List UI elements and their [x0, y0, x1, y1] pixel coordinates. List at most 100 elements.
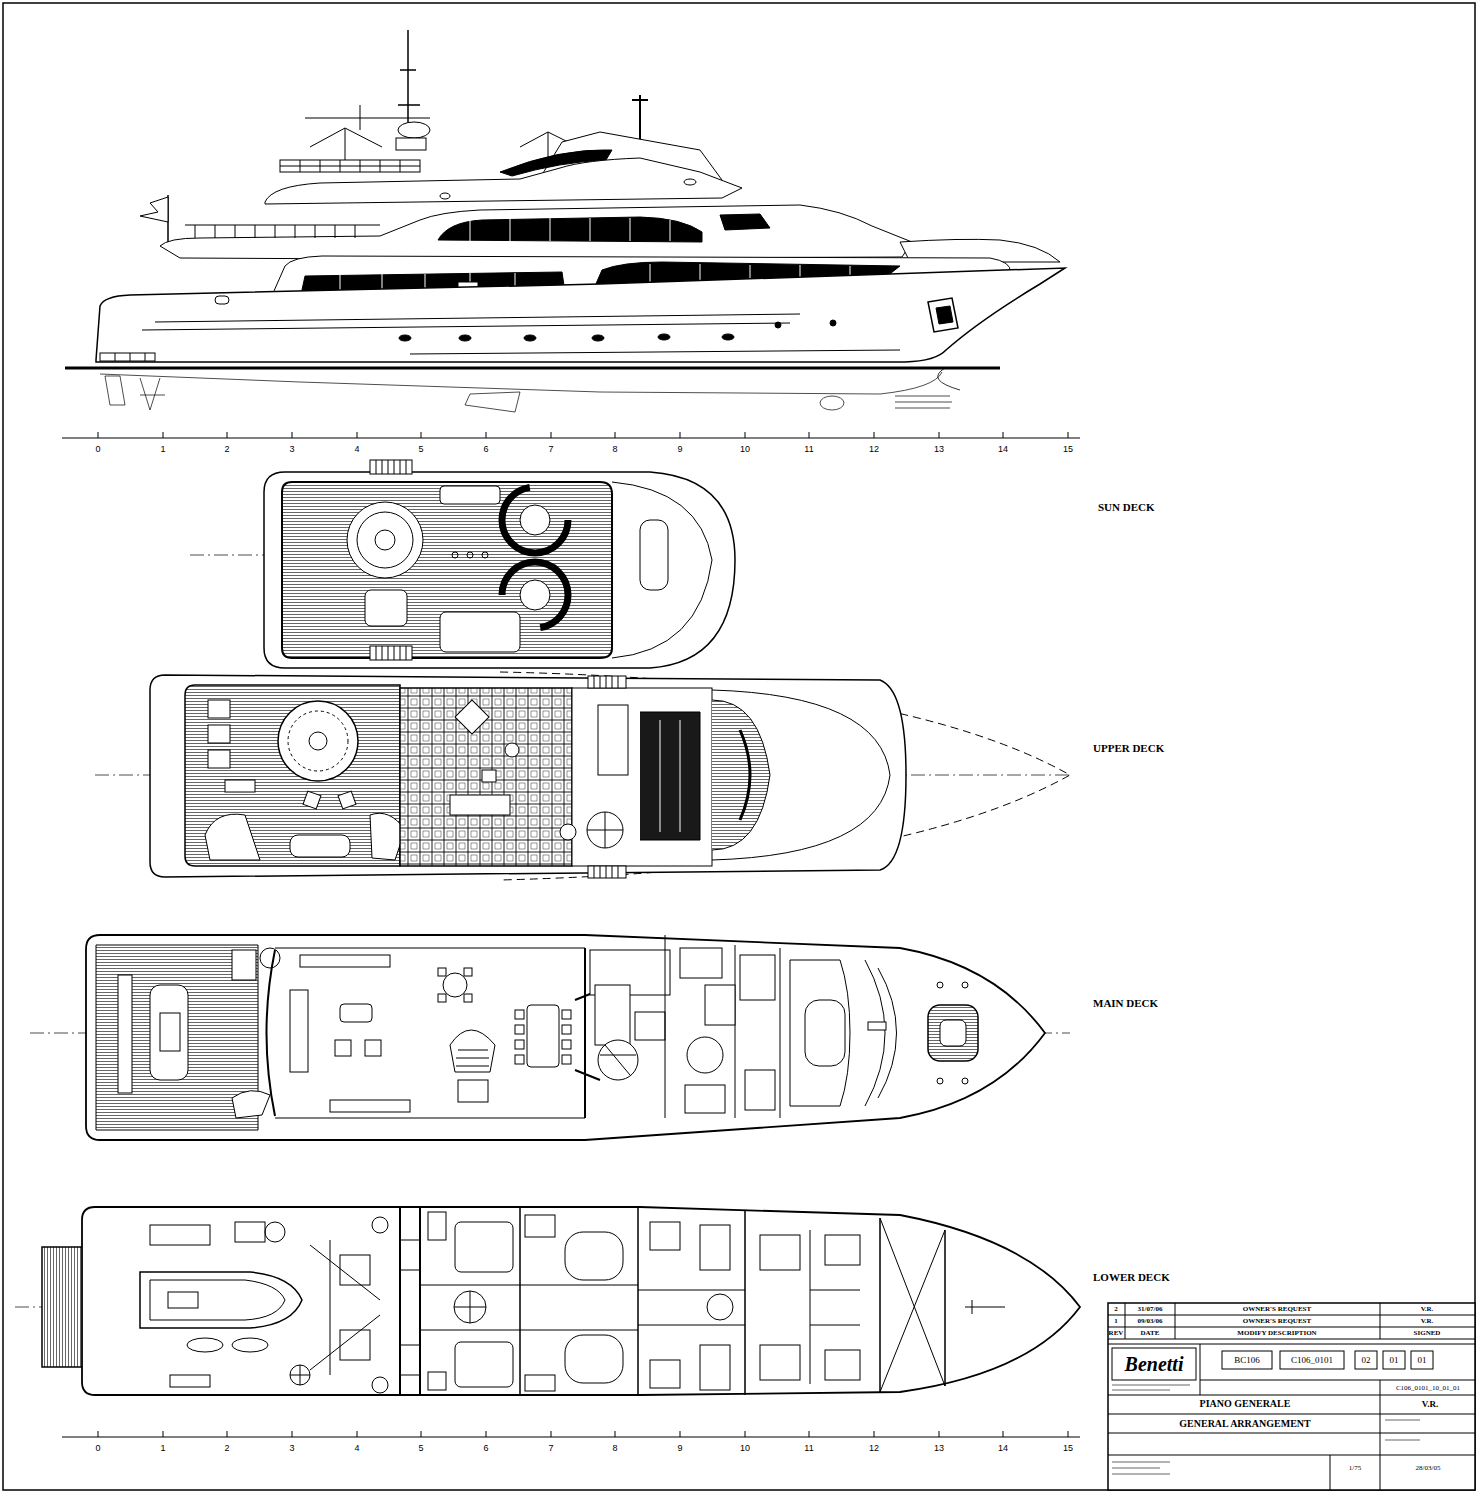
upper-deck-plan [288, 711, 348, 771]
yacht-profile [105, 376, 125, 405]
yacht-profile [160, 205, 912, 259]
lower-deck-plan [455, 1222, 513, 1272]
drawing-code: 01 [1418, 1356, 1427, 1365]
upper-deck-plan [208, 700, 230, 718]
yacht-profile [830, 320, 836, 326]
main-deck-plan [365, 1040, 381, 1056]
frame-number: 14 [998, 445, 1008, 454]
drawing-code: 01 [1390, 1356, 1399, 1365]
lower-deck-plan [42, 1247, 85, 1367]
lower-deck-plan [428, 1372, 446, 1390]
upper-deck-plan [150, 675, 906, 877]
frame-number: 0 [95, 1444, 100, 1453]
revision-cell: 1 [1114, 1318, 1118, 1325]
lower-deck-plan [825, 1350, 860, 1380]
title-block [1108, 1303, 1475, 1490]
upper-deck-plan [640, 712, 700, 840]
frame-number: 11 [804, 445, 813, 454]
frame-number: 15 [1063, 1444, 1073, 1453]
main-deck-plan [232, 950, 256, 980]
frame-number: 9 [677, 1444, 682, 1453]
main-deck-plan [598, 1040, 638, 1080]
upper-deck-plan [482, 770, 496, 782]
lower-deck-plan [232, 1338, 268, 1352]
main-deck-plan [680, 948, 722, 978]
revision-cell: V.R. [1421, 1318, 1434, 1325]
sun-deck-plan [640, 520, 668, 590]
signature: V.R. [1422, 1400, 1438, 1409]
title-block [1112, 1348, 1196, 1380]
main-deck-plan [705, 985, 735, 1025]
lower-deck-plan [650, 1360, 680, 1388]
sun-deck-plan [376, 646, 406, 660]
sun-deck-plan [440, 486, 500, 504]
lower-deck-plan [400, 1207, 420, 1395]
upper-deck-plan [208, 725, 230, 743]
sun-deck-plan [357, 512, 413, 568]
lower-deck-plan [400, 1240, 420, 1375]
lower-deck-plan [455, 1342, 513, 1387]
main-deck-plan [595, 985, 630, 1045]
revision-cell: 09/03/06 [1138, 1318, 1163, 1325]
lower-deck-plan [825, 1235, 860, 1265]
revision-cell: 31/07/06 [1138, 1306, 1163, 1313]
frame-number: 12 [869, 445, 879, 454]
sun-deck-plan [347, 502, 423, 578]
lower-deck-plan [565, 1232, 623, 1280]
main-deck-plan [438, 968, 446, 976]
lower-deck-plan [290, 1365, 310, 1385]
drawing-title: GENERAL ARRANGEMENT [1179, 1419, 1310, 1429]
lower-deck-plan [428, 1212, 446, 1240]
lower-deck-plan [170, 1375, 210, 1387]
main-deck-plan [937, 982, 943, 988]
main-deck-plan [458, 1080, 488, 1102]
title-block [1383, 1351, 1405, 1369]
upper-deck-plan [400, 688, 572, 866]
yacht-profile [140, 197, 168, 222]
lower-deck-plan [520, 1207, 945, 1395]
main-deck-plan [740, 955, 775, 1000]
frame-number: 1 [160, 1444, 165, 1453]
main-deck-plan [464, 968, 472, 976]
yacht-profile [936, 306, 953, 324]
lower-deck-plan [82, 1207, 1080, 1395]
frame-number: 6 [483, 445, 488, 454]
frame-number: 0 [95, 445, 100, 454]
yacht-profile [684, 179, 696, 185]
yacht-profile [100, 372, 942, 394]
upper-deck-plan [278, 701, 358, 781]
main-deck-plan [450, 1030, 495, 1072]
upper-deck-plan [290, 835, 350, 857]
main-deck-plan [438, 994, 446, 1002]
main-deck-plan [962, 982, 968, 988]
frame-number: 15 [1063, 445, 1073, 454]
deck-name: MAIN DECK [1093, 998, 1158, 1009]
main-deck-plan [962, 1078, 968, 1084]
sun-deck-plan [370, 646, 412, 660]
lower-deck-plan [310, 1240, 380, 1375]
frame-number: 3 [289, 1444, 294, 1453]
yacht-profile [100, 372, 952, 412]
main-deck-plan [687, 1037, 723, 1073]
title-block [1355, 1351, 1377, 1369]
upper-deck-plan [587, 812, 623, 848]
yacht-profile [938, 368, 960, 390]
frame-number: 2 [224, 1444, 229, 1453]
lower-deck-plan [187, 1338, 223, 1352]
main-deck-plan [515, 1055, 524, 1064]
main-deck-plan [865, 960, 897, 1106]
sun-deck-plan [502, 487, 568, 553]
title-block [1108, 1344, 1475, 1490]
frame-scale [62, 438, 1080, 439]
frame-number: 4 [354, 1444, 359, 1453]
frame-number: 14 [998, 1444, 1008, 1453]
lower-deck-plan [880, 1218, 945, 1392]
yacht-profile [100, 353, 155, 361]
lower-deck-plan [235, 1222, 265, 1242]
title-block [1108, 1303, 1475, 1490]
yacht-profile [280, 160, 420, 172]
lower-deck-plan [340, 1255, 370, 1285]
frame-number: 4 [354, 445, 359, 454]
lower-deck-plan [707, 1294, 733, 1320]
